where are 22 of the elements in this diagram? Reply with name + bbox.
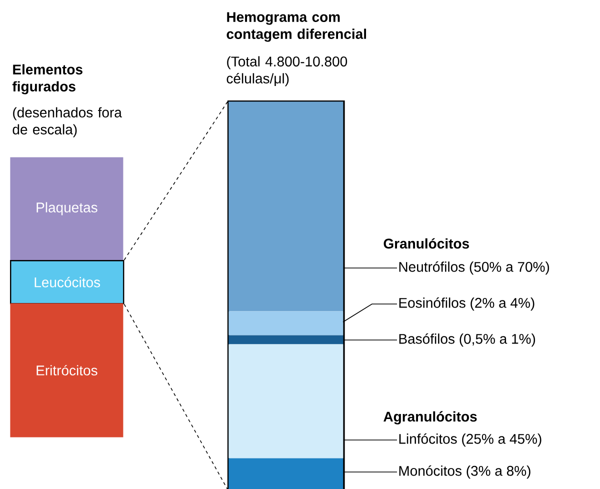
cell-box: Eritrócitos <box>10 303 124 438</box>
leader-line <box>342 304 398 322</box>
label-text: Eosinófilos (2% a 4%) <box>399 297 534 311</box>
label-text: Neutrófilos (50% a 70%) <box>399 261 550 275</box>
note: (desenhados fora de escala) <box>12 107 122 138</box>
label-text: Linfócitos (25% a 45%) <box>399 433 542 447</box>
segment-bar <box>228 101 344 312</box>
note: (Total 4.800-10.800 células/μl) <box>226 56 348 86</box>
label-text: Basófilos (0,5% a 1%) <box>399 333 536 347</box>
dashed-line <box>124 304 228 489</box>
segment-bar <box>228 311 344 336</box>
cell-box: Plaquetas <box>10 157 124 260</box>
label-text: Monócitos (3% a 8%) <box>399 465 530 479</box>
heading: Hemograma com contagem diferencial <box>226 12 366 42</box>
segment-bar <box>228 335 344 344</box>
segment-bar <box>228 458 344 489</box>
group-heading: Granulócitos <box>384 238 469 249</box>
dashed-line <box>124 100 228 260</box>
cell-box: Leucócitos <box>10 260 124 304</box>
segment-bar <box>228 344 344 458</box>
heading: Elementos figurados <box>12 64 82 94</box>
group-heading: Agranulócitos <box>384 411 477 424</box>
